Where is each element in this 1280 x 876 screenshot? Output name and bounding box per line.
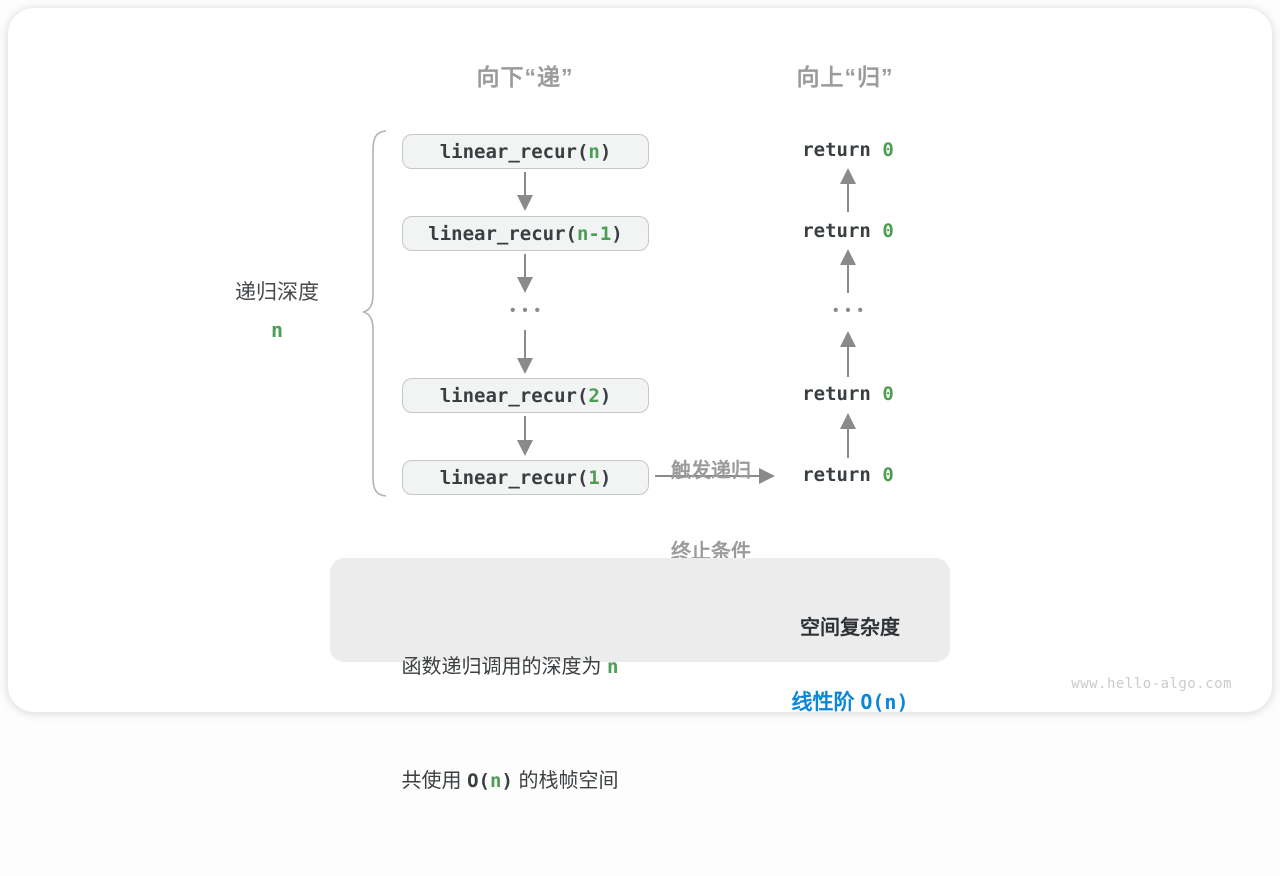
big-o-n: n (489, 770, 502, 792)
call-text: linear_recur( (439, 466, 589, 489)
summary-line2-pre: 共使用 (401, 770, 468, 792)
call-text: linear_recur( (439, 384, 589, 407)
summary-line2: 共使用 O(n) 的栈帧空间 (340, 762, 680, 800)
return-value: 0 (882, 220, 894, 242)
summary-line2-post: 的栈帧空间 (512, 770, 619, 792)
result-zh: 线性阶 (791, 691, 861, 714)
left-ellipsis: ••• (510, 302, 547, 319)
summary-line1: 函数递归调用的深度为 n (340, 648, 680, 686)
call-arg: n (588, 140, 600, 163)
return-value: 0 (882, 464, 894, 486)
summary-line1-text: 函数递归调用的深度为 (401, 656, 608, 678)
call-arg: 1 (588, 466, 600, 489)
call-box-1: linear_recur(1) (402, 460, 649, 495)
return-row: return 0 (738, 219, 958, 243)
call-box-n: linear_recur(n) (402, 134, 649, 169)
call-text: linear_recur( (439, 140, 589, 163)
trigger-label: 触发递归 终止条件 (626, 404, 796, 620)
return-keyword: return (802, 383, 883, 405)
trigger-line1: 触发递归 (671, 460, 751, 482)
return-row: return 0 (738, 382, 958, 406)
call-text: ) (611, 222, 623, 245)
call-box-n-1: linear_recur(n-1) (402, 216, 649, 251)
return-row: return 0 (738, 463, 958, 487)
call-arg: 2 (588, 384, 600, 407)
call-arg: n-1 (576, 222, 612, 245)
call-text: linear_recur( (428, 222, 577, 245)
return-row: return 0 (738, 138, 958, 162)
return-value: 0 (882, 139, 894, 161)
call-text: ) (599, 384, 612, 407)
trigger-line2: 终止条件 (671, 541, 751, 563)
summary-line1-n: n (607, 656, 619, 678)
return-keyword: return (802, 220, 883, 242)
depth-label: 递归深度 (235, 281, 319, 304)
return-value: 0 (882, 383, 894, 405)
depth-value: n (270, 318, 284, 342)
call-text: ) (599, 466, 612, 489)
watermark: www.hello-algo.com (1071, 676, 1232, 692)
summary-statement: 函数递归调用的深度为 n 共使用 O(n) 的栈帧空间 (340, 572, 680, 876)
call-box-2: linear_recur(2) (402, 378, 649, 413)
right-ellipsis: ••• (833, 302, 870, 319)
result-value: 线性阶 O(n) (755, 682, 945, 723)
return-keyword: return (802, 139, 883, 161)
result-title: 空间复杂度 (800, 617, 900, 639)
header-recurse-down: 向下“递” (476, 64, 574, 90)
summary-box (330, 558, 950, 662)
header-return-up: 向上“归” (796, 64, 894, 90)
call-text: ) (599, 140, 612, 163)
big-o-close: ) (501, 770, 513, 792)
result-code: O(n) (860, 690, 909, 714)
big-o-open: O( (467, 770, 490, 792)
summary-result: 空间复杂度 线性阶 O(n) (755, 574, 945, 759)
return-keyword: return (802, 464, 883, 486)
